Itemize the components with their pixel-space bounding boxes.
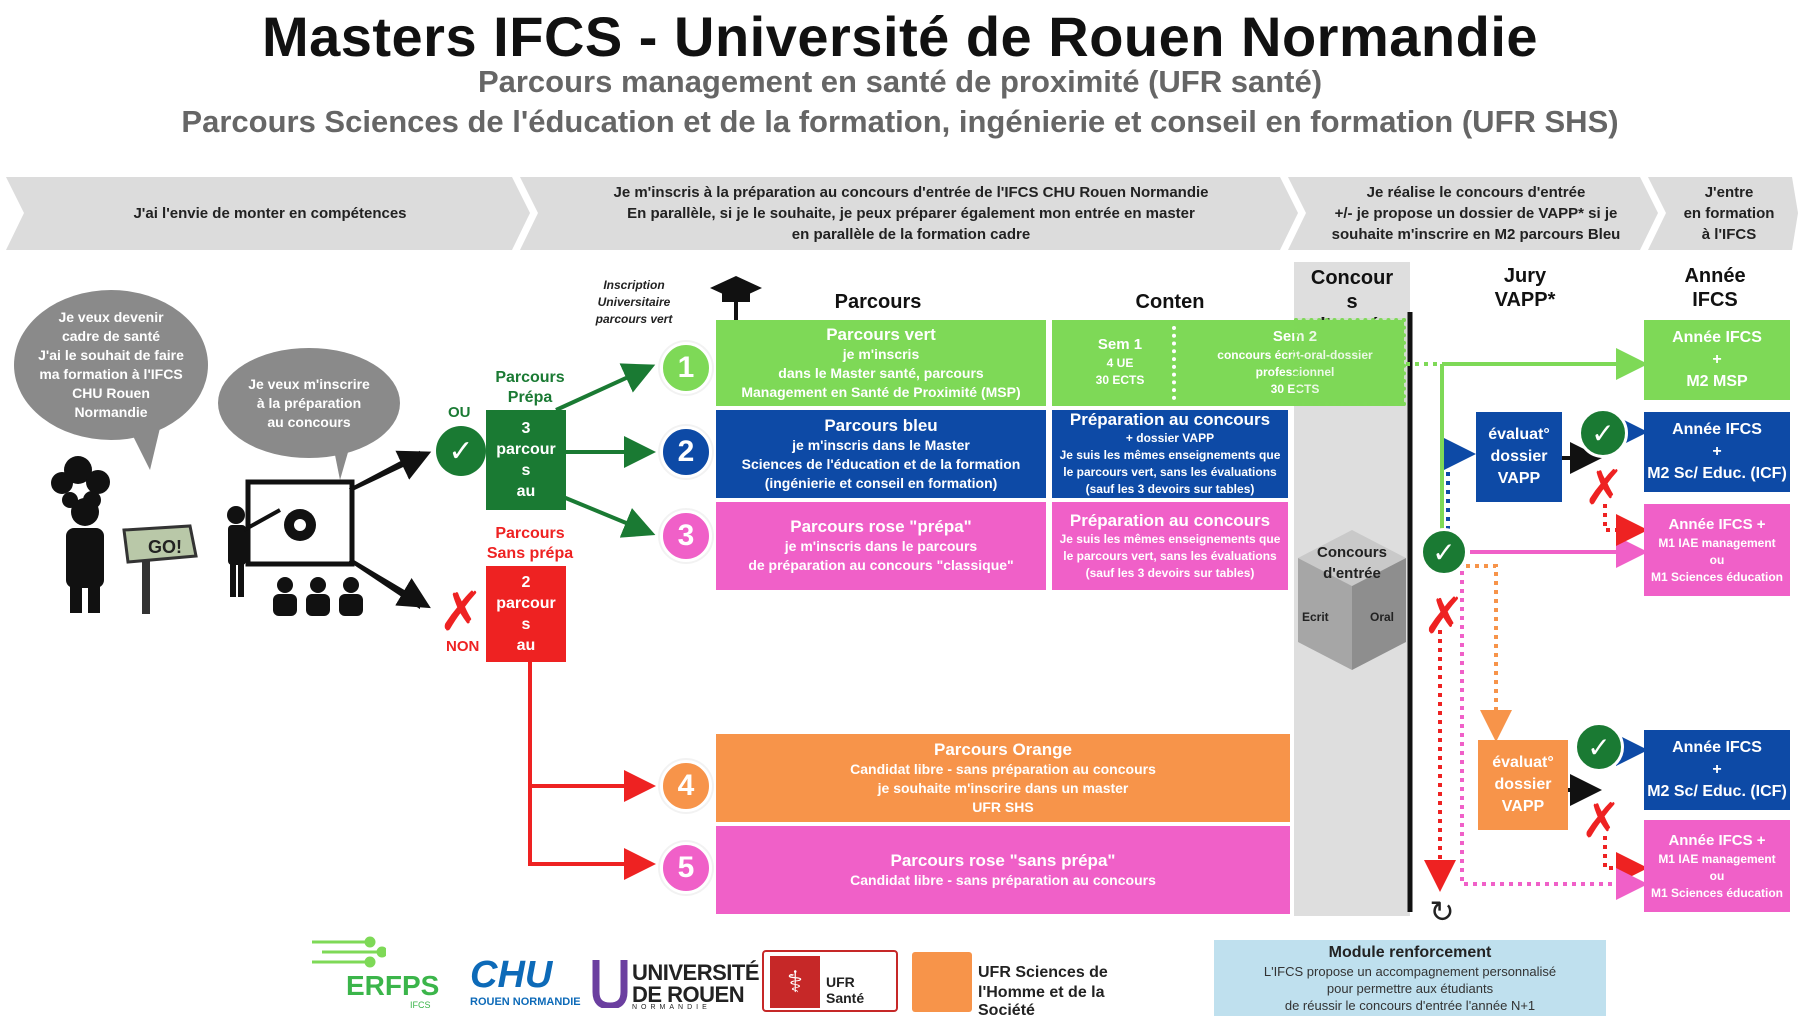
contenu-vert-box	[1052, 320, 1404, 406]
prepa-box: 3 parcour s au	[486, 410, 566, 510]
cube-oral: Oral	[1370, 610, 1395, 624]
parcours-vert-box: Parcours vert je m'inscris dans le Maste…	[716, 320, 1046, 406]
step-chevrons	[6, 177, 1798, 250]
vapp-bottom-check-icon: ✓	[1574, 722, 1624, 772]
parcours-orange-box: Parcours Orange Candidat libre - sans pr…	[716, 734, 1290, 822]
concours-cross-icon: ✗	[1423, 588, 1465, 644]
erfps-logo: ERFPS IFCS	[306, 934, 454, 1010]
step-chevron-2	[520, 177, 1298, 250]
number-2: 2	[660, 426, 712, 478]
cube-ecrit: Ecrit	[1302, 610, 1329, 624]
sans-prepa-title: Parcours Sans prépa	[486, 525, 574, 562]
svg-text:GO!: GO!	[148, 537, 182, 557]
ou-label: OU	[448, 404, 471, 421]
sans-prepa-box: 2 parcour s au	[486, 566, 566, 662]
ufr-sante-logo: ⚕ UFR Santé	[762, 950, 898, 1012]
presentation-icon	[227, 479, 363, 616]
sem-divider	[1172, 326, 1176, 400]
step-chevron-4	[1648, 177, 1798, 250]
vapp-top-cross-icon: ✗	[1583, 462, 1625, 515]
vapp-box-top: évaluat° dossier VAPP	[1476, 412, 1562, 502]
step-chevron-3	[1288, 177, 1658, 250]
vapp-top-check-icon: ✓	[1578, 408, 1628, 458]
result-icf-bottom: Année IFCS + M2 Sc/ Educ. (ICF)	[1644, 730, 1790, 810]
concours-overlay	[1294, 318, 1406, 406]
universite-rouen-logo: UNIVERSITÉ DE ROUEN NORMANDIE	[592, 958, 760, 1014]
cube-icon	[1298, 530, 1406, 670]
check-icon: ✓	[436, 426, 486, 476]
bubble-prepa: Je veux m'inscrire à la préparation au c…	[218, 348, 400, 458]
universite-logo-icon	[592, 960, 628, 1008]
parcours-bleu-box: Parcours bleu je m'inscris dans le Maste…	[716, 410, 1046, 498]
col-head-jury: Jury VAPP*	[1494, 265, 1556, 311]
bubble-cadre: Je veux devenir cadre de santé J'ai le s…	[14, 290, 208, 440]
module-renforcement: Module renforcement L'IFCS propose un ac…	[1214, 940, 1606, 1016]
page-title: Masters IFCS - Université de Rouen Norma…	[261, 5, 1539, 68]
go-sign-icon: GO!	[122, 524, 198, 614]
subtitle-sciences-education: Parcours Sciences de l'éducation et de l…	[181, 104, 1619, 139]
non-label: NON	[446, 638, 480, 655]
contenu-sem1: Sem 1 4 UE 30 ECTS	[1095, 336, 1145, 387]
step-1-text: J'ai l'envie de monter en compétences	[133, 204, 407, 222]
thinking-person-icon	[51, 456, 110, 613]
number-5: 5	[660, 842, 712, 894]
ufr-shs-logo: UFR Sciences de l'Homme et de la Société	[912, 952, 1162, 1019]
vapp-bottom-cross-icon: ✗	[1580, 795, 1622, 848]
vapp-box-bottom: évaluat° dossier VAPP	[1478, 740, 1568, 830]
col-head-parcours: Parcours	[834, 291, 922, 313]
parcours-rose-sans-box: Parcours rose "sans prépa" Candidat libr…	[716, 826, 1290, 914]
contenu-bleu-box: Préparation au concours + dossier VAPP J…	[1052, 410, 1288, 498]
result-m1-top: Année IFCS + M1 IAE management ou M1 Sci…	[1644, 504, 1790, 596]
step-2-text: Je m'inscris à la préparation au concour…	[613, 183, 1209, 243]
refresh-icon: ↻	[1429, 895, 1455, 929]
inscription-note: Inscription Universitaire parcours vert	[595, 277, 673, 326]
result-icf-top: Année IFCS + M2 Sc/ Educ. (ICF)	[1644, 412, 1790, 492]
concours-check-icon: ✓	[1420, 528, 1468, 576]
parcours-rose-prepa-box: Parcours rose "prépa" je m'inscris dans …	[716, 502, 1046, 590]
caduceus-icon: ⚕	[770, 956, 820, 1008]
result-msp: Année IFCS + M2 MSP	[1644, 320, 1790, 400]
cross-icon: ✗	[438, 581, 484, 642]
subtitle-msp: Parcours management en santé de proximit…	[477, 64, 1323, 99]
erfps-logo-icon	[312, 936, 386, 968]
chu-logo: CHU ROUEN NORMANDIE	[470, 954, 581, 1008]
result-m1-bottom: Année IFCS + M1 IAE management ou M1 Sci…	[1644, 820, 1790, 912]
col-head-annee: Année IFCS	[1684, 265, 1746, 311]
cube-title: Concours d'entrée	[1316, 544, 1387, 582]
number-4: 4	[660, 760, 712, 812]
contenu-rose-box: Préparation au concours Je suis les même…	[1052, 502, 1288, 590]
number-1: 1	[660, 342, 712, 394]
prepa-title: Parcours Prépa	[495, 369, 565, 406]
people-icon	[912, 952, 972, 1012]
step-chevron-1	[6, 177, 530, 250]
step-3-text: Je réalise le concours d'entrée +/- je p…	[1331, 183, 1621, 243]
step-4-text: J'entre en formation à l'IFCS	[1683, 183, 1775, 243]
number-3: 3	[660, 510, 712, 562]
